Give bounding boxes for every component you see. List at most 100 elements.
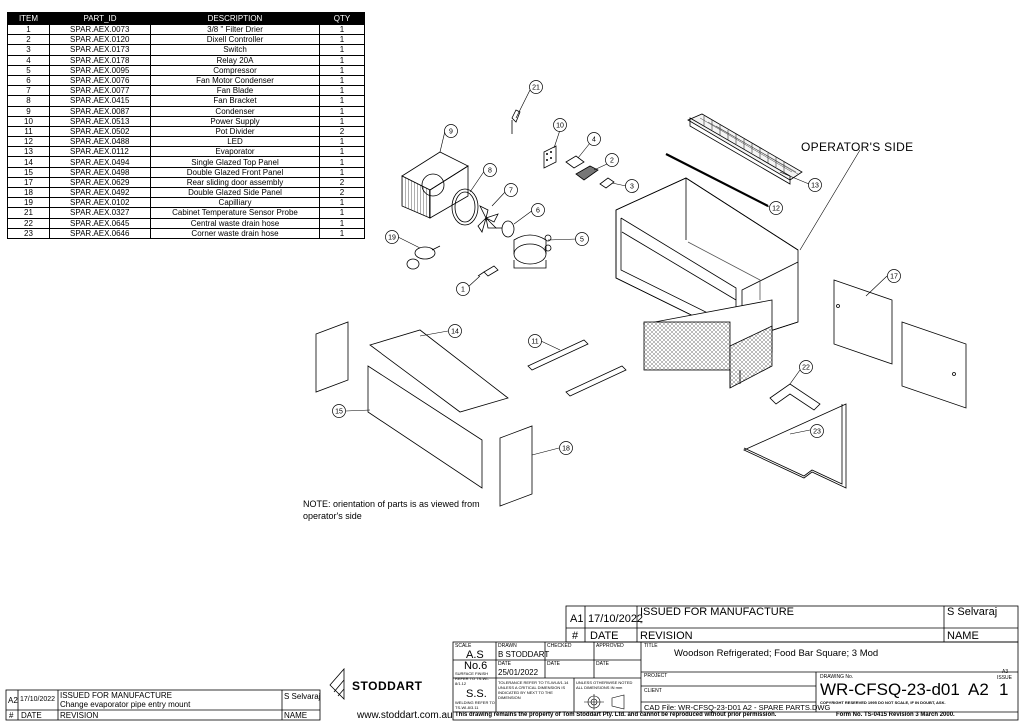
checked-date-label: DATE xyxy=(547,661,560,667)
top-panel xyxy=(369,329,509,413)
rev-top-code: A1 xyxy=(570,613,584,625)
callout-circle xyxy=(769,201,783,215)
rev-bottom-code: A2 xyxy=(8,696,18,705)
callout-number: 14 xyxy=(451,329,459,336)
callout-circle xyxy=(559,441,573,455)
callout-number: 1 xyxy=(461,287,465,294)
surface-finish-note: SURFACE FINISH REFER TO TS-WI-8/1.12 xyxy=(455,671,489,686)
callout-circle xyxy=(448,324,462,338)
rev-top-h-hash: # xyxy=(572,630,579,642)
drawing-title: Woodson Refrigerated; Food Bar Square; 3… xyxy=(674,648,879,659)
approved-label: APPROVED xyxy=(596,643,624,649)
compressor xyxy=(513,234,552,269)
issue-number: 1 xyxy=(999,680,1009,699)
callout-number: 23 xyxy=(813,429,821,436)
callout-number: 5 xyxy=(580,237,584,244)
project-label: PROJECT xyxy=(644,673,668,679)
callout-number: 19 xyxy=(388,235,396,242)
rear-door-a xyxy=(833,279,893,365)
rev-bottom-name: S Selvaraj xyxy=(284,692,321,701)
side-panel-left xyxy=(315,321,349,393)
switch xyxy=(599,177,615,189)
rev-top-desc: ISSUED FOR MANUFACTURE xyxy=(640,606,795,618)
callout-circle xyxy=(332,404,346,418)
date-label: DATE xyxy=(498,661,511,667)
drawn-value: B STODDART xyxy=(498,650,550,659)
callout-number: 10 xyxy=(556,123,564,130)
callout-number: 3 xyxy=(630,184,634,191)
capillary xyxy=(406,245,441,270)
stoddart-logo: STODDART xyxy=(352,679,423,693)
rev-bottom-desc2: Change evaporator pipe entry mount xyxy=(60,700,191,709)
callout-number: 6 xyxy=(536,208,540,215)
property-note: This drawing remains the property of Tom… xyxy=(455,712,777,718)
callout-number: 11 xyxy=(531,339,538,346)
date-value: 25/01/2022 xyxy=(498,668,539,677)
callout-circle xyxy=(553,118,567,132)
rev-bottom-desc: ISSUED FOR MANUFACTURE xyxy=(60,691,173,700)
client-label: CLIENT xyxy=(644,688,662,694)
cad-file: CAD File: WR-CFSQ-23-D01 A2 - SPARE PART… xyxy=(644,703,831,712)
condenser xyxy=(401,151,469,219)
controller xyxy=(575,165,599,181)
led-strip xyxy=(665,153,769,207)
projection-symbol-icon xyxy=(584,694,625,710)
units-note: UNLESS OTHERWISE NOTED ALL DIMENSIONS IN… xyxy=(576,680,633,690)
issue-label: ISSUE xyxy=(997,675,1013,681)
filter-drier xyxy=(477,265,499,277)
orientation-note: NOTE: orientation of parts is as viewed … xyxy=(303,498,503,522)
callout-number: 4 xyxy=(592,137,596,144)
callout-number: 18 xyxy=(562,446,570,453)
callout-circle xyxy=(456,282,470,296)
callout-number: 21 xyxy=(532,85,540,92)
rev-bottom-h-rev: REVISION xyxy=(60,711,99,720)
rev-top-date: 17/10/2022 xyxy=(588,613,644,625)
rev-top-h-date: DATE xyxy=(590,630,619,642)
callout-number: 9 xyxy=(449,129,453,136)
rev-bottom-h-date: DATE xyxy=(21,711,42,720)
callout-number: 8 xyxy=(488,168,492,175)
rev-bottom-date: 17/10/2022 xyxy=(20,696,56,703)
callout-circle xyxy=(887,269,901,283)
rev-top-h-name: NAME xyxy=(947,630,979,642)
form-number: Form No. TS-0415 Revision 3 March 2000. xyxy=(836,712,955,718)
drawn-label: DRAWN xyxy=(498,643,517,649)
rear-door-b xyxy=(901,321,967,409)
tolerance-note: TOLERANCE REFER TO TS-WI-8/1.14 UNLESS A… xyxy=(498,680,569,700)
callout-number: 2 xyxy=(610,158,614,165)
fan-bracket xyxy=(451,188,479,226)
power-supply xyxy=(543,145,557,169)
copyright-note: COPYRIGHT RESERVED 1995 DO NOT SCALE, IF… xyxy=(820,700,946,705)
callout-circle xyxy=(444,124,458,138)
callout-number: 13 xyxy=(811,183,819,190)
callout-circle xyxy=(605,153,619,167)
callout-circle xyxy=(504,183,518,197)
callout-circle xyxy=(529,80,543,94)
number-value: No.6 xyxy=(464,660,488,672)
scale-label: SCALE xyxy=(455,643,472,649)
drawing-number: WR-CFSQ-23-d01 xyxy=(820,680,960,699)
rev-bottom-h-name: NAME xyxy=(284,711,308,720)
title-label: TITLE xyxy=(644,643,658,649)
material-value: S.S. xyxy=(466,688,487,700)
side-panel-right xyxy=(499,425,533,507)
approved-date-label: DATE xyxy=(596,661,609,667)
fan-motor xyxy=(496,220,515,238)
pot-divider-a xyxy=(527,339,589,371)
callout-circle xyxy=(587,132,601,146)
checked-label: CHECKED xyxy=(547,643,572,649)
note-line-2: operator's side xyxy=(303,511,362,521)
evaporator xyxy=(687,113,803,185)
callout-circle xyxy=(483,163,497,177)
fan-blade xyxy=(477,205,499,233)
callout-circle xyxy=(799,360,813,374)
website-link[interactable]: www.stoddart.com.au xyxy=(357,710,453,721)
